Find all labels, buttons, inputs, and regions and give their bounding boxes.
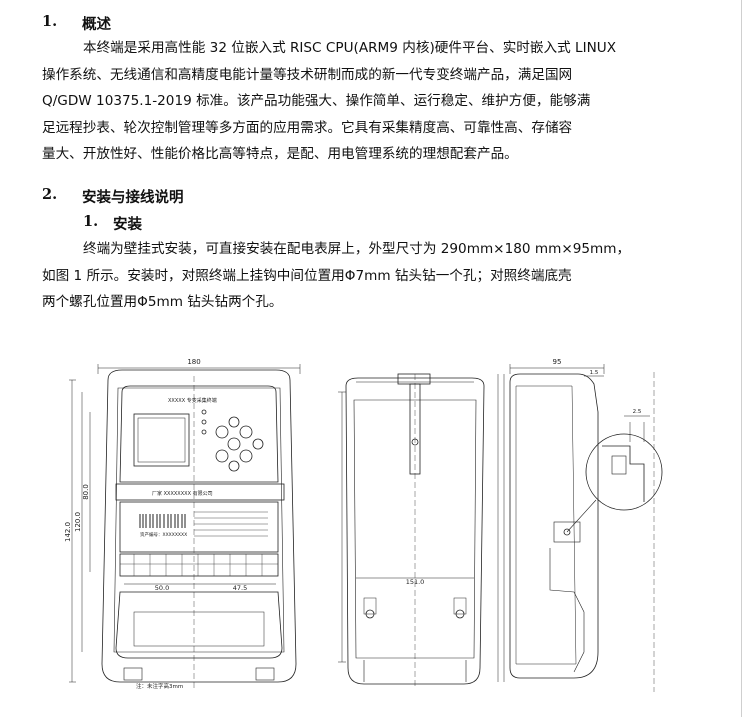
back-dim-bottom: 151.0: [406, 578, 425, 586]
back-view: [338, 373, 485, 688]
paragraph-line: 两个螺孔位置用Φ5mm 钻头钻两个孔。: [42, 294, 283, 310]
subsection-1-number: 1.: [83, 213, 99, 230]
front-dim-height-inner: 80.0: [82, 484, 90, 500]
installation-drawing: 180 142.0 120.0 80.0 XXXXX 专变采集终端 厂家 XXX…: [64, 352, 678, 692]
page-edge-line: [741, 0, 742, 717]
front-company-label: 厂家 XXXXXXXX 有限公司: [152, 490, 213, 497]
front-dim-bottom-left: 50.0: [155, 584, 169, 592]
paragraph-line: Q/GDW 10375.1-2019 标准。该产品功能强大、操作简单、运行稳定、…: [42, 93, 591, 109]
front-dim-height-outer: 142.0: [64, 522, 72, 542]
section-2-paragraph: 终端为壁挂式安装，可直接安装在配电表屏上，外型尺寸为 290mm×180 mm×…: [42, 236, 682, 316]
side-detail-dim: 2.5: [633, 409, 642, 415]
side-dim-small: 1.5: [590, 370, 599, 376]
front-barcode-label: 资产编号：XXXXXXXX: [140, 531, 187, 538]
barcode: [139, 514, 186, 528]
paragraph-line: 操作系统、无线通信和高精度电能计量等技术研制而成的新一代专变终端产品，满足国网: [42, 66, 573, 83]
paragraph-line: 本终端是采用高性能 32 位嵌入式 RISC CPU(ARM9 内核)硬件平台、…: [83, 40, 617, 56]
side-dim-depth: 95: [553, 358, 562, 366]
section-2-number: 2.: [42, 186, 58, 203]
subsection-1-title: 安装: [113, 217, 142, 233]
front-view: [69, 364, 301, 688]
section-1-title: 概述: [82, 17, 111, 33]
paragraph-line: 如图 1 所示。安装时，对照终端上挂钩中间位置用Φ7mm 钻头钻一个孔；对照终端…: [42, 267, 572, 284]
paragraph-line: 终端为壁挂式安装，可直接安装在配电表屏上，外型尺寸为 290mm×180 mm×…: [83, 241, 631, 257]
drawing-svg: 180 142.0 120.0 80.0 XXXXX 专变采集终端 厂家 XXX…: [64, 358, 663, 692]
paragraph-line: 足远程抄表、轮次控制管理等多方面的应用需求。它具有采集精度高、可靠性高、存储容: [42, 119, 573, 136]
paragraph-line: 量大、开放性好、性能价格比高等特点，是配、用电管理系统的理想配套产品。: [42, 146, 518, 162]
front-dim-height-mid: 120.0: [74, 512, 82, 532]
section-1-paragraph: 本终端是采用高性能 32 位嵌入式 RISC CPU(ARM9 内核)硬件平台、…: [42, 35, 682, 168]
section-2-title: 安装与接线说明: [82, 190, 184, 206]
section-1-number: 1.: [42, 13, 58, 30]
front-device-title: XXXXX 专变采集终端: [168, 397, 217, 404]
front-dim-bottom-right: 47.5: [233, 584, 247, 592]
front-footnote: 注：未注字高3mm: [136, 682, 183, 690]
side-view: [497, 364, 663, 692]
front-dim-width: 180: [187, 358, 200, 366]
